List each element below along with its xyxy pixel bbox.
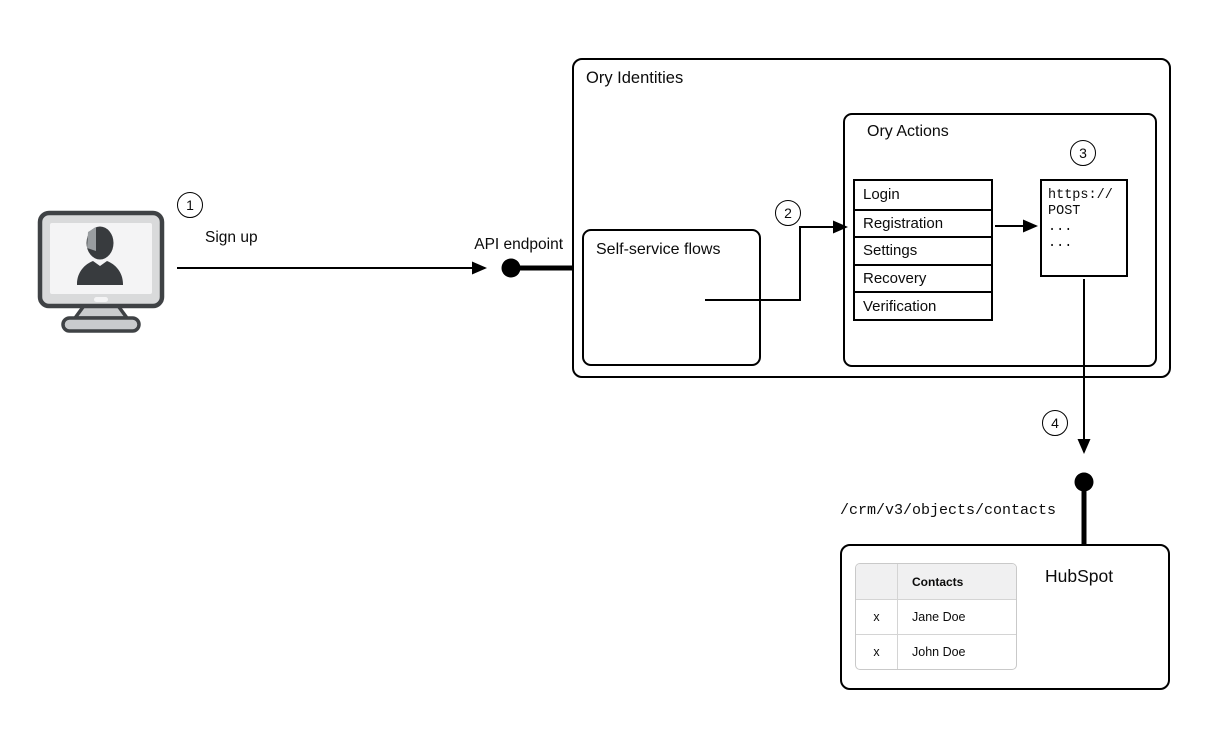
flow-item-login: Login (863, 186, 900, 204)
contact-name-cell: Jane Doe (912, 610, 966, 624)
contact-marker-cell: x (856, 600, 898, 634)
code-line: ... (1048, 220, 1073, 235)
step-1-badge: 1 (177, 192, 203, 218)
hubspot-title: HubSpot (1045, 566, 1114, 586)
contacts-header-cell: Contacts (912, 574, 964, 589)
code-line: ... (1048, 236, 1073, 251)
flow-item-settings: Settings (855, 236, 991, 264)
flow-item-recovery: Recovery (855, 263, 991, 292)
step-3-badge: 3 (1070, 140, 1096, 166)
table-row: x Jane Doe (856, 599, 1016, 634)
endpoint-dot-api (501, 258, 521, 278)
contacts-header-empty-cell (856, 564, 898, 599)
contacts-table: Contacts x Jane Doe x John Doe (855, 563, 1017, 670)
monitor-stand (86, 300, 116, 314)
contact-name-cell: John Doe (912, 645, 966, 659)
user-silhouette-icon (77, 226, 123, 285)
contacts-table-header-row: Contacts (856, 564, 1016, 599)
code-line: https:// (1048, 188, 1113, 203)
step-2-badge: 2 (775, 200, 801, 226)
monitor-screen (50, 223, 152, 294)
step-4-badge: 4 (1042, 410, 1068, 436)
user-computer-icon (37, 210, 165, 333)
ory-identities-title: Ory Identities (586, 69, 684, 87)
code-line: POST (1048, 204, 1081, 219)
self-service-flow-list: Login Registration Settings Recovery Ver… (853, 179, 993, 321)
crm-path-label: /crm/v3/objects/contacts (840, 502, 1057, 519)
api-endpoint-label: API endpoint (474, 236, 563, 253)
contact-marker-cell: x (856, 635, 898, 669)
monitor-neck (73, 301, 129, 320)
endpoint-dot-hubspot (1074, 472, 1094, 492)
ory-actions-title: Ory Actions (867, 123, 949, 140)
sign-up-label: Sign up (205, 229, 258, 246)
monitor-base (61, 316, 141, 333)
monitor-body (37, 210, 165, 309)
webhook-request-box: https:// POST ... ... (1040, 179, 1128, 277)
monitor-button (94, 297, 108, 302)
table-row: x John Doe (856, 634, 1016, 669)
flow-item-registration: Registration (855, 208, 991, 237)
flow-item-verification: Verification (855, 291, 991, 319)
self-service-flows-title: Self-service flows (596, 241, 721, 258)
